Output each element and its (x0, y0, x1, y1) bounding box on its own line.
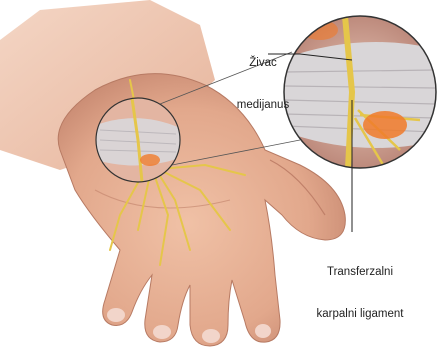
carpal-ligament-label: Transferzalni karpalni ligament (304, 237, 416, 349)
fingernail (202, 329, 220, 343)
median-nerve-label-line2: medijanus (223, 98, 303, 112)
median-nerve-label: Živac medijanus (223, 28, 303, 140)
carpal-ligament-label-line2: karpalni ligament (304, 307, 416, 321)
fingernail (107, 308, 125, 322)
carpal-ligament-label-line1: Transferzalni (304, 265, 416, 279)
fingernail (255, 324, 271, 338)
fingernail (153, 325, 171, 339)
median-nerve-label-line1: Živac (223, 56, 303, 70)
